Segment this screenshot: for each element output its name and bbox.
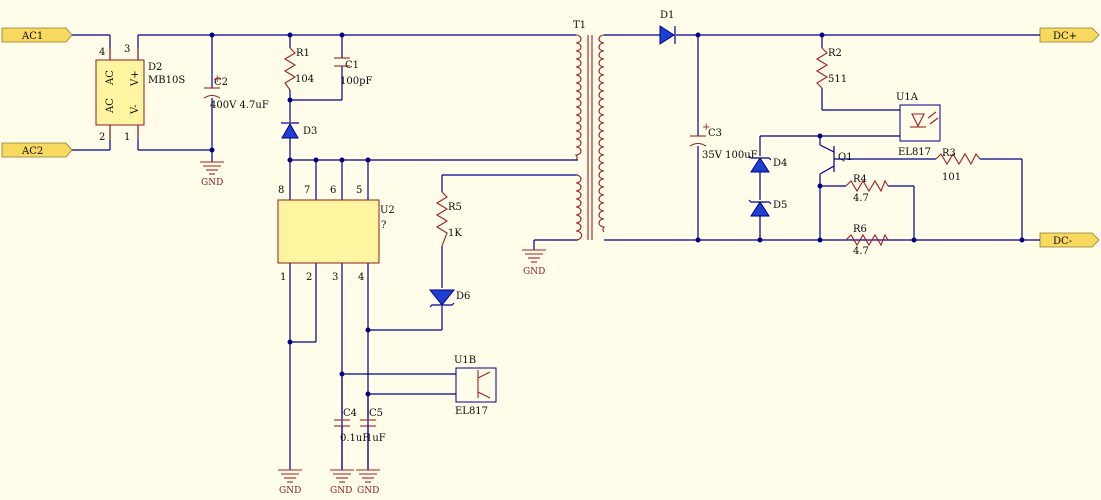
svg-text:1: 1: [124, 132, 130, 143]
svg-text:AC1: AC1: [21, 31, 43, 42]
transformer-t1[interactable]: T1: [573, 20, 606, 241]
svg-text:1K: 1K: [448, 228, 462, 239]
svg-text:0.1uF: 0.1uF: [340, 433, 369, 444]
diode-d6[interactable]: D6: [428, 289, 470, 308]
controller-u2[interactable]: 8 7 6 5 1 2 3 4 U2 ?: [277, 185, 395, 283]
svg-text:1: 1: [280, 272, 286, 283]
svg-text:C3: C3: [708, 128, 722, 139]
gnd-symbol: GND: [200, 161, 224, 188]
capacitor-c4[interactable]: C4 0.1uF: [334, 408, 369, 470]
resistor-r3[interactable]: R3 101: [935, 148, 981, 183]
resistor-r4[interactable]: R4 4.7: [845, 174, 889, 204]
svg-text:GND: GND: [201, 178, 223, 188]
svg-text:4.7: 4.7: [853, 193, 869, 204]
svg-text:MB10S: MB10S: [148, 75, 185, 86]
port-ac2[interactable]: AC2: [1, 142, 73, 158]
capacitor-c3[interactable]: + C3 35V 100uF: [689, 122, 758, 161]
resistor-r1[interactable]: R1 104: [283, 47, 314, 91]
port-dc-minus[interactable]: DC-: [1039, 232, 1100, 248]
svg-text:D4: D4: [773, 158, 787, 169]
svg-text:D1: D1: [660, 10, 674, 21]
svg-text:AC: AC: [105, 98, 116, 114]
svg-text:8: 8: [278, 185, 284, 196]
svg-text:EL817: EL817: [898, 147, 931, 158]
port-ac1[interactable]: AC1: [1, 27, 73, 43]
junctions: [209, 32, 1025, 397]
optocoupler-u1b[interactable]: U1B EL817: [454, 355, 497, 417]
svg-text:U1B: U1B: [454, 355, 476, 366]
resistor-r2[interactable]: R2 511: [815, 47, 847, 89]
svg-text:R5: R5: [448, 202, 462, 213]
svg-text:100pF: 100pF: [340, 76, 372, 87]
gnd-symbol: GND: [278, 469, 302, 496]
svg-text:GND: GND: [330, 486, 352, 496]
svg-text:104: 104: [295, 74, 314, 85]
svg-text:DC-: DC-: [1053, 236, 1072, 247]
svg-text:R4: R4: [853, 174, 867, 185]
resistor-r6[interactable]: R6 4.7: [845, 224, 889, 257]
svg-text:C2: C2: [214, 77, 228, 88]
svg-text:2: 2: [99, 132, 105, 143]
svg-text:4: 4: [99, 47, 105, 58]
gnd-symbol: GND: [330, 469, 354, 496]
svg-text:AC2: AC2: [21, 146, 43, 157]
svg-text:GND: GND: [357, 486, 379, 496]
bridge-rectifier-d2[interactable]: 4 3 2 1 AC AC V+ V- D2 MB10S: [95, 44, 185, 143]
svg-text:1uF: 1uF: [366, 433, 386, 444]
svg-text:C1: C1: [345, 60, 359, 71]
svg-text:2: 2: [306, 272, 312, 283]
svg-text:R6: R6: [853, 224, 867, 235]
transistor-q1[interactable]: Q1: [838, 152, 853, 163]
svg-text:U1A: U1A: [896, 92, 919, 103]
diode-d1[interactable]: D1: [659, 10, 676, 45]
zener-d4[interactable]: D4: [748, 155, 787, 173]
svg-text:Q1: Q1: [838, 152, 853, 163]
svg-text:T1: T1: [573, 20, 586, 31]
svg-text:C5: C5: [369, 408, 383, 419]
capacitor-c2[interactable]: C2 + 400V 4.7uF: [203, 74, 269, 111]
svg-text:6: 6: [330, 185, 336, 196]
svg-text:3: 3: [124, 44, 130, 55]
gnd-symbol: GND: [356, 469, 380, 496]
capacitor-c1[interactable]: C1 100pF: [334, 57, 372, 87]
svg-text:D2: D2: [148, 62, 162, 73]
svg-text:+: +: [702, 122, 710, 133]
svg-text:3: 3: [332, 272, 338, 283]
diode-d3[interactable]: D3: [281, 122, 317, 139]
svg-text:EL817: EL817: [455, 406, 488, 417]
svg-text:U2: U2: [380, 205, 395, 216]
svg-text:R3: R3: [942, 148, 956, 159]
svg-text:+: +: [213, 74, 221, 85]
svg-text:35V 100uF: 35V 100uF: [702, 150, 758, 161]
svg-text:101: 101: [942, 172, 961, 183]
svg-text:D6: D6: [456, 291, 470, 302]
svg-text:5: 5: [356, 185, 362, 196]
svg-text:C4: C4: [343, 408, 357, 419]
svg-text:V+: V+: [130, 70, 141, 87]
port-dc-plus[interactable]: DC+: [1039, 27, 1100, 43]
svg-text:D5: D5: [773, 200, 787, 211]
svg-text:GND: GND: [523, 267, 545, 277]
svg-text:D3: D3: [303, 126, 317, 137]
svg-text:511: 511: [828, 74, 847, 85]
svg-text:GND: GND: [279, 486, 301, 496]
zener-d5[interactable]: D5: [748, 199, 787, 217]
svg-text:R1: R1: [296, 48, 310, 59]
svg-text:4.7: 4.7: [853, 246, 869, 257]
svg-text:AC: AC: [105, 70, 116, 86]
svg-text:R2: R2: [828, 48, 842, 59]
svg-text:DC+: DC+: [1053, 31, 1077, 42]
svg-text:4: 4: [358, 272, 364, 283]
gnd-symbol: GND: [522, 249, 546, 277]
svg-text:7: 7: [304, 185, 310, 196]
capacitor-c5[interactable]: C5 1uF: [360, 408, 386, 470]
resistor-r5[interactable]: R5 1K: [435, 191, 462, 247]
svg-text:?: ?: [381, 220, 386, 231]
optocoupler-u1a[interactable]: U1A EL817: [896, 92, 941, 158]
svg-text:V-: V-: [130, 104, 141, 115]
svg-text:400V 4.7uF: 400V 4.7uF: [210, 100, 269, 111]
